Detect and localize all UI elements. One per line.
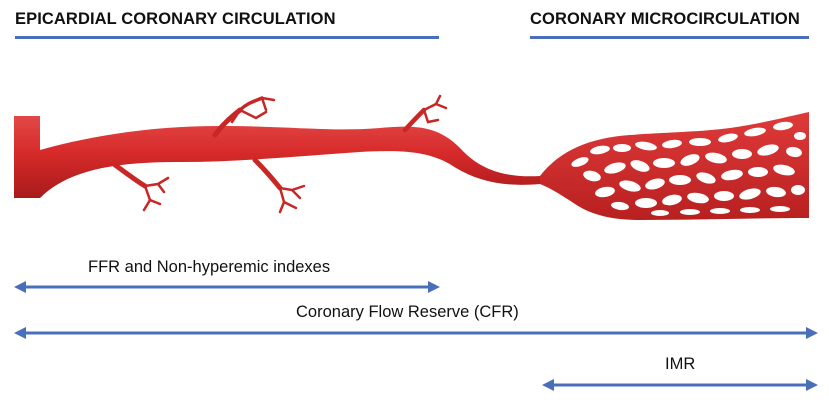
network-gaps [571, 121, 806, 216]
cfr-label: Coronary Flow Reserve (CFR) [296, 303, 519, 321]
microcirculation-underline [530, 36, 809, 39]
ffr-arrow [14, 281, 440, 293]
imr-label: IMR [665, 355, 696, 373]
microvascular-network [540, 112, 809, 220]
vessel-branches [112, 94, 448, 214]
epicardial-heading: EPICARDIAL CORONARY CIRCULATION [15, 10, 336, 28]
microcirculation-heading: CORONARY MICROCIRCULATION [530, 10, 800, 28]
ffr-label: FFR and Non-hyperemic indexes [88, 258, 331, 276]
epicardial-underline [15, 36, 439, 39]
epicardial-vessel [14, 116, 540, 198]
cfr-arrow [14, 327, 818, 339]
imr-arrow [542, 379, 818, 391]
